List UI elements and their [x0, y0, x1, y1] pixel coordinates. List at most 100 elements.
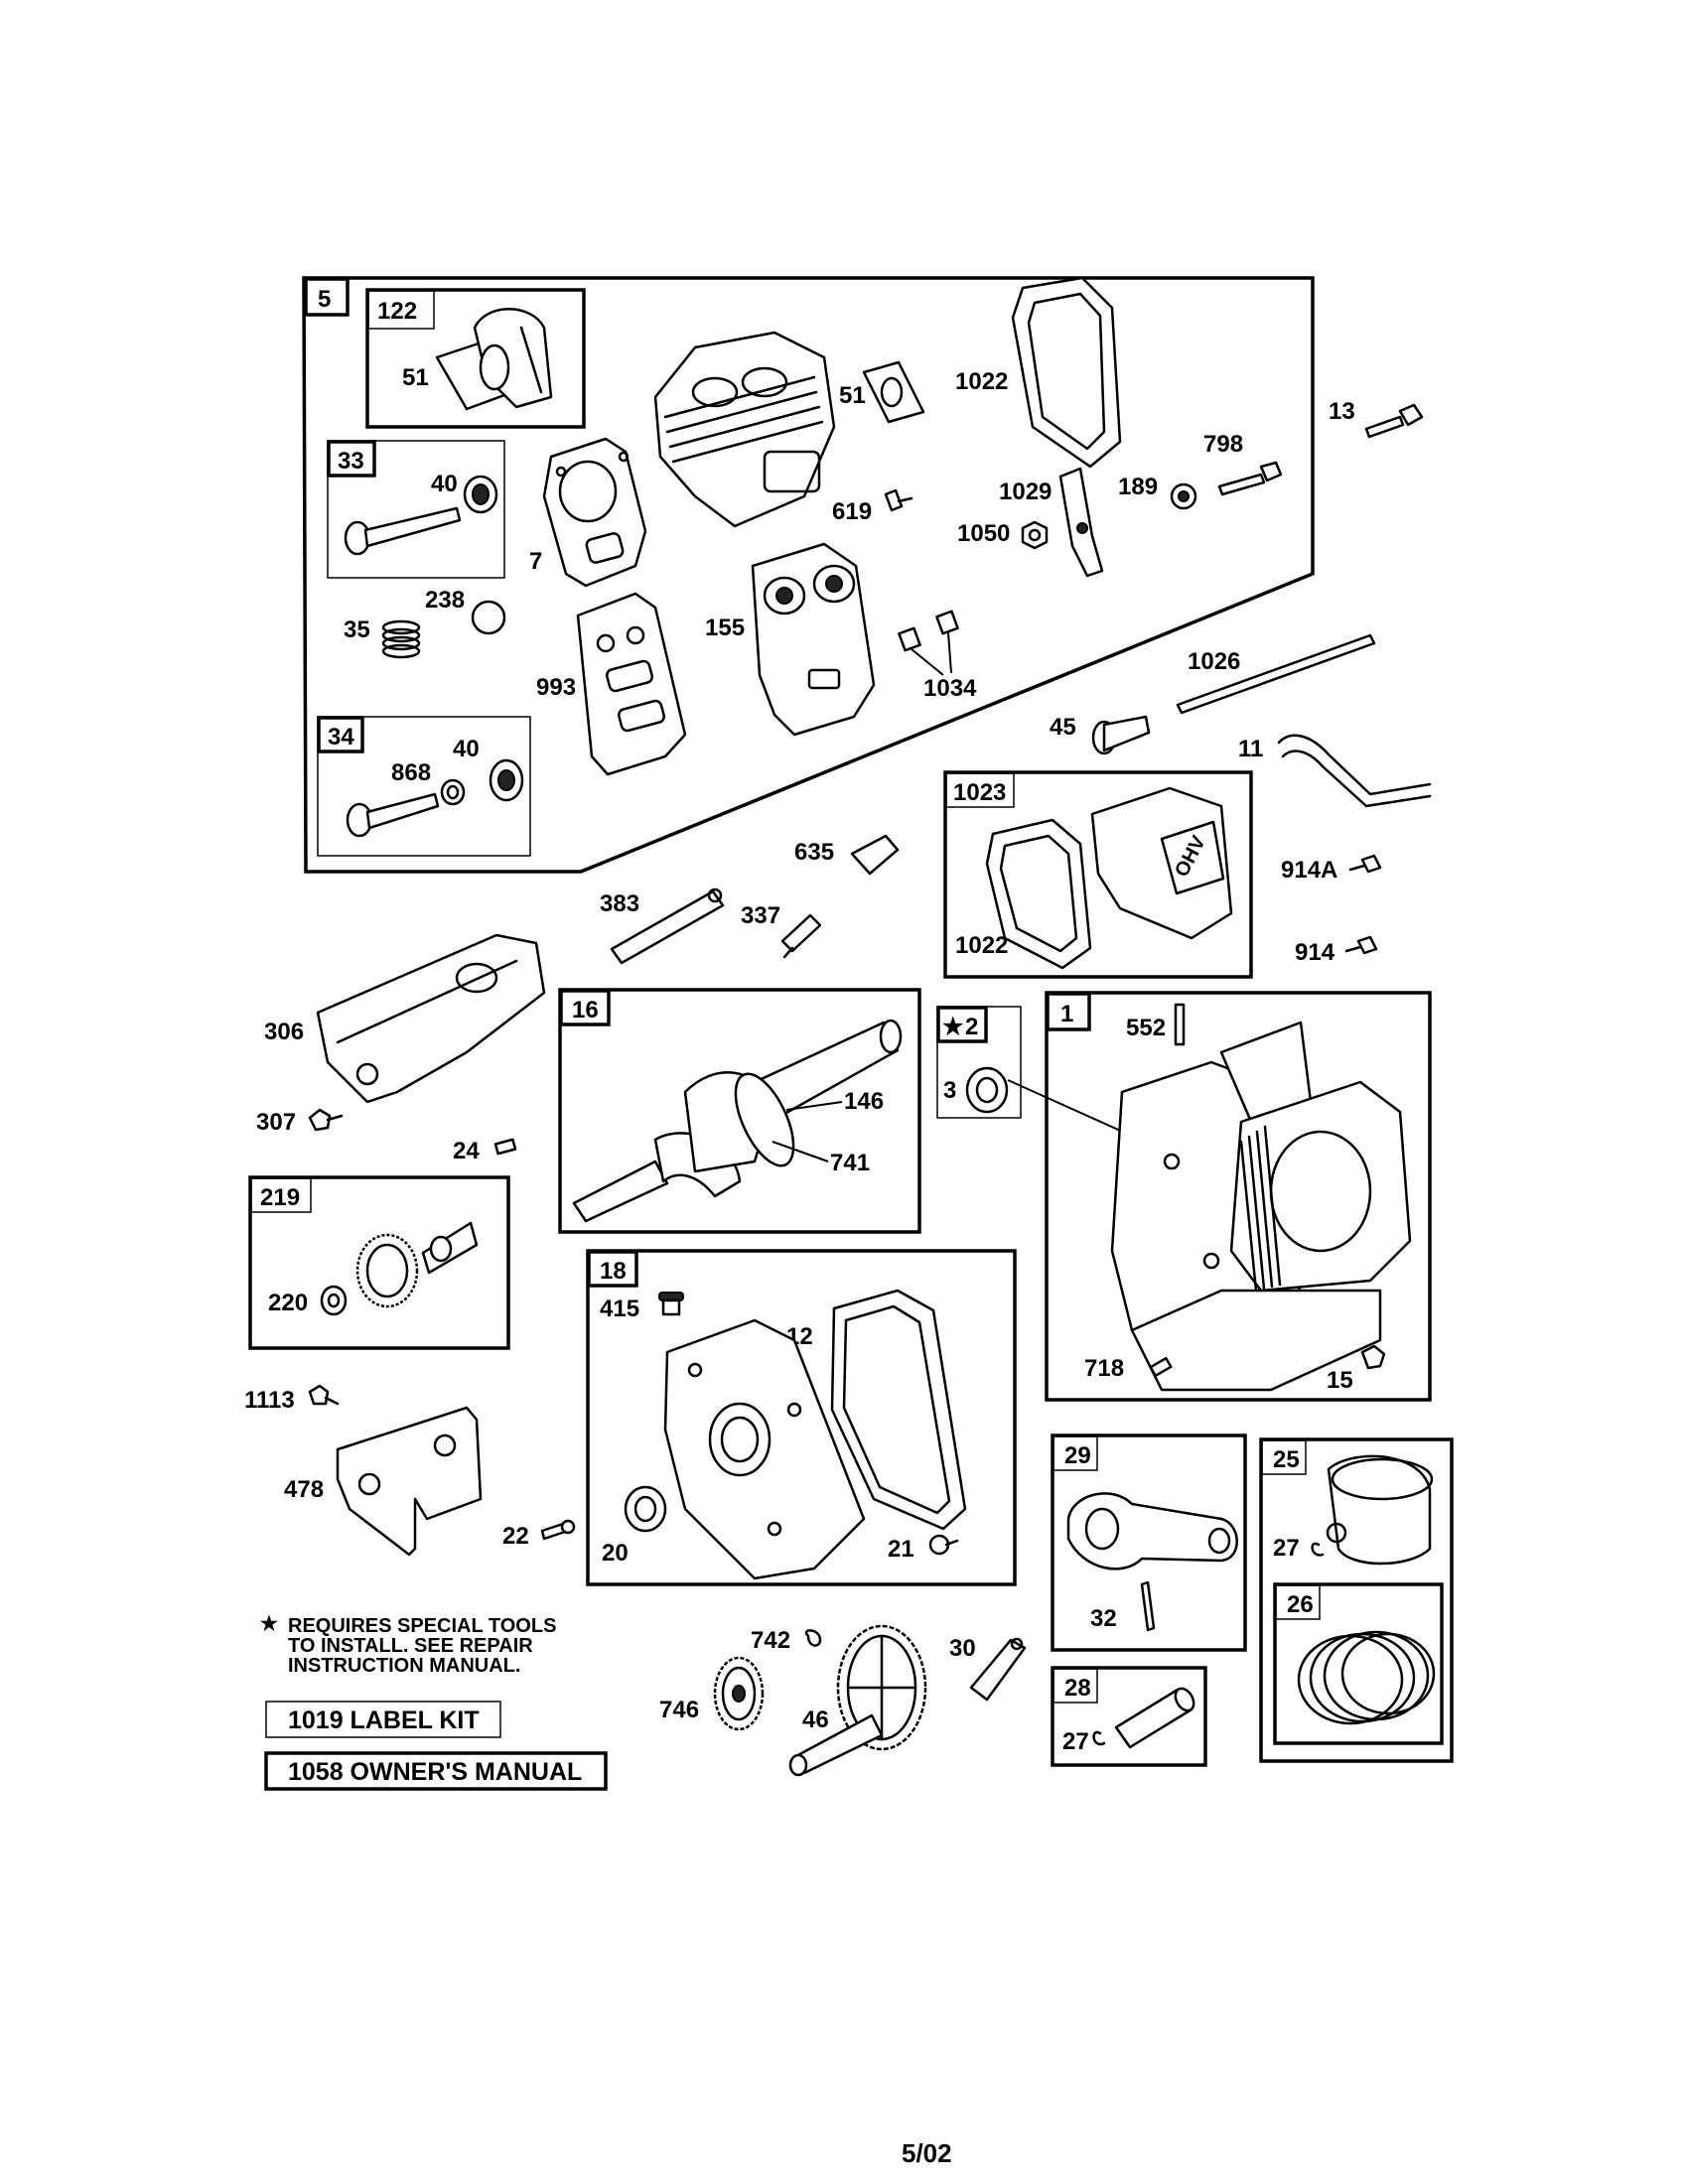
owners-manual-box: 1058 OWNER'S MANUAL [264, 1751, 608, 1791]
plate-155-drawing [751, 542, 876, 737]
part-742-label: 742 [751, 1627, 790, 1654]
part-16-label: 16 [572, 997, 599, 1024]
seal-189-drawing [1170, 482, 1197, 510]
part-27-label-a: 27 [1273, 1535, 1300, 1562]
governor-gear-drawing [320, 1221, 479, 1316]
seal-3-drawing [965, 1066, 1009, 1114]
part-18-label: 18 [600, 1258, 627, 1285]
part-718-label: 718 [1084, 1355, 1124, 1382]
piston-pin-drawing [1114, 1687, 1195, 1749]
cap-238-drawing [471, 600, 506, 635]
group-5-cylinder-head-assembly: 5 122 51 33 40 7 [302, 276, 1315, 874]
group-28-piston-pin: 28 27 [1051, 1666, 1207, 1767]
intake-adapter-drawing [435, 308, 553, 411]
part-155-label: 155 [705, 614, 745, 641]
plug-21-drawing [928, 1534, 959, 1556]
group-25-piston: 25 27 [1259, 1437, 1454, 1763]
group-219-governor: 219 220 [248, 1175, 510, 1350]
part-1023-label: 1023 [953, 779, 1006, 806]
part-914-label: 914 [1295, 939, 1335, 966]
part-13-label: 13 [1329, 398, 1355, 425]
bolt-13-drawing [1364, 403, 1424, 439]
rocker-cover-drawing: OHV [1090, 786, 1233, 940]
group-1023-frame [943, 770, 1253, 979]
clip-27a-drawing [1311, 1542, 1325, 1557]
spark-plug-337-drawing [780, 913, 822, 959]
note-star: ★ [260, 1613, 278, 1635]
part-26-label: 26 [1287, 1591, 1314, 1618]
group-16-frame [558, 988, 921, 1234]
plug-15-drawing [1360, 1344, 1386, 1370]
intake-valve-drawing [346, 758, 524, 838]
gasket-993-drawing [576, 592, 687, 776]
part-306-label: 306 [264, 1019, 304, 1045]
group-1-frame [1045, 991, 1432, 1402]
group-1023-tag [945, 772, 1015, 808]
clip-27b-drawing [1092, 1730, 1106, 1746]
rocker-cover-gasket-b-drawing [985, 818, 1092, 970]
part-122-label: 122 [377, 298, 417, 325]
group-16-tag [559, 989, 611, 1026]
part-20-label: 20 [602, 1540, 629, 1567]
group-26-piston-rings: 26 [1273, 1582, 1444, 1745]
connecting-rod-drawing [1066, 1492, 1238, 1632]
part-1050-label: 1050 [957, 520, 1010, 547]
part-11-label: 11 [1238, 736, 1263, 762]
special-tools-note: ★ REQUIRES SPECIAL TOOLS TO INSTALL. SEE… [260, 1613, 556, 1677]
part-46-label: 46 [802, 1706, 829, 1733]
part-1029-label: 1029 [999, 478, 1052, 505]
part-741-label: 741 [830, 1150, 870, 1176]
part-30-label: 30 [949, 1635, 976, 1662]
air-guide-306-drawing [316, 933, 546, 1104]
head-gasket-drawing [542, 437, 647, 588]
part-238-label: 238 [425, 587, 465, 614]
part-415-label: 415 [600, 1296, 639, 1322]
camshaft-46-drawing [788, 1624, 927, 1777]
part-29-label: 29 [1064, 1442, 1091, 1469]
part-868-label: 868 [391, 759, 431, 786]
bracket-478-drawing [336, 1406, 483, 1557]
group-18-crankcase-cover: 18 415 12 20 21 [586, 1249, 1017, 1586]
group-2-star: ★ [942, 1014, 964, 1040]
rocker-arm-drawing [1021, 467, 1104, 578]
part-914a-label: 914A [1281, 857, 1337, 884]
piston-drawing [1326, 1454, 1434, 1566]
owners-manual-text: 1058 OWNER'S MANUAL [288, 1758, 582, 1786]
group-29-connecting-rod: 29 32 [1051, 1433, 1247, 1652]
part-22-label: 22 [502, 1523, 529, 1550]
part-27-label-b: 27 [1062, 1728, 1089, 1755]
pushrod-1026-drawing [1176, 633, 1376, 715]
part-51-label-a: 51 [402, 364, 429, 391]
part-798-label: 798 [1203, 431, 1243, 458]
group-29-frame [1051, 1433, 1247, 1652]
stud-798-drawing [1217, 461, 1283, 496]
ground-30-drawing [969, 1637, 1027, 1702]
part-1022-label-a: 1022 [955, 368, 1008, 395]
part-2-label: 2 [965, 1014, 978, 1040]
breather-383-drawing [610, 887, 725, 965]
part-1-label: 1 [1060, 1001, 1073, 1027]
group-5-frame [302, 276, 1315, 874]
screw-307-drawing [308, 1108, 344, 1132]
piston-rings-drawing [1297, 1630, 1436, 1725]
part-24-label: 24 [453, 1138, 480, 1164]
part-35-label: 35 [344, 616, 370, 643]
footer-date: 5/02 [902, 2138, 952, 2168]
screw-1113-drawing [308, 1384, 340, 1406]
gasket-12-drawing [830, 1289, 967, 1531]
group-26-frame [1273, 1582, 1444, 1745]
part-1034-label: 1034 [923, 675, 977, 702]
rocker-cover-gasket-a-drawing [1011, 276, 1122, 469]
part-7-label: 7 [529, 548, 542, 575]
group-1-cylinder-block: 1 552 718 15 [1045, 991, 1432, 1402]
pin-718-drawing [1149, 1356, 1173, 1378]
part-552-label: 552 [1126, 1015, 1166, 1041]
crankcase-cover-drawing [663, 1318, 866, 1580]
spring-35-drawing [381, 619, 421, 659]
group-122-tag [367, 290, 435, 330]
part-40-label-b: 40 [453, 736, 480, 762]
part-25-label: 25 [1273, 1446, 1300, 1473]
part-478-label: 478 [284, 1476, 324, 1503]
tube-11-drawing-a [1277, 734, 1432, 796]
